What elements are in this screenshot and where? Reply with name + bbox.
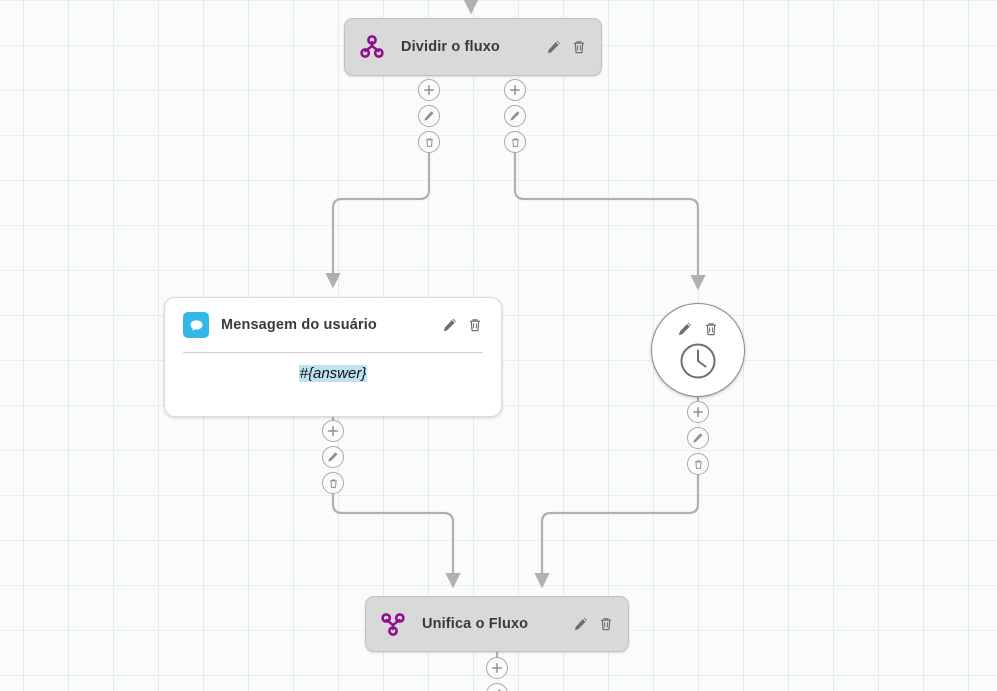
edit-icon[interactable]	[322, 446, 344, 468]
delete-icon[interactable]	[322, 472, 344, 494]
edge-split-to-message	[325, 153, 431, 289]
add-icon[interactable]	[418, 79, 440, 101]
delete-icon[interactable]	[687, 453, 709, 475]
node-user-message-title: Mensagem do usuário	[221, 317, 377, 333]
node-split-flow-actions	[546, 39, 587, 55]
node-merge-flow-actions	[573, 616, 614, 632]
delete-icon[interactable]	[703, 321, 719, 337]
merge-flow-icon	[380, 611, 406, 637]
split-flow-icon	[359, 34, 385, 60]
edit-icon[interactable]	[573, 616, 589, 632]
card-divider	[183, 352, 483, 353]
add-icon[interactable]	[322, 420, 344, 442]
node-user-message[interactable]: Mensagem do usuário #{answer}	[164, 297, 502, 417]
clock-icon	[678, 341, 718, 386]
edit-icon[interactable]	[687, 427, 709, 449]
edit-icon[interactable]	[418, 105, 440, 127]
edit-icon[interactable]	[486, 683, 508, 691]
port-stack-split-right[interactable]	[504, 79, 526, 153]
port-stack-delay-out[interactable]	[687, 401, 709, 475]
variable-token[interactable]: #{answer}	[298, 365, 368, 382]
delete-icon[interactable]	[598, 616, 614, 632]
node-delay[interactable]	[651, 303, 745, 397]
node-delay-actions	[677, 321, 719, 337]
delete-icon[interactable]	[467, 317, 483, 333]
node-split-flow[interactable]: Dividir o fluxo	[344, 18, 602, 76]
delete-icon[interactable]	[504, 131, 526, 153]
port-stack-split-left[interactable]	[418, 79, 440, 153]
delete-icon[interactable]	[418, 131, 440, 153]
chat-bubble-icon	[183, 312, 209, 338]
port-stack-merge-out[interactable]	[486, 657, 508, 691]
edge-split-to-delay	[513, 153, 706, 291]
node-merge-flow[interactable]: Unifica o Fluxo	[365, 596, 629, 652]
node-user-message-actions	[442, 317, 483, 333]
edit-icon[interactable]	[677, 321, 693, 337]
edit-icon[interactable]	[442, 317, 458, 333]
add-icon[interactable]	[504, 79, 526, 101]
node-user-message-body: #{answer}	[165, 353, 501, 399]
node-user-message-header: Mensagem do usuário	[165, 298, 501, 338]
add-icon[interactable]	[486, 657, 508, 679]
port-stack-message-out[interactable]	[322, 420, 344, 494]
edit-icon[interactable]	[504, 105, 526, 127]
node-merge-flow-title: Unifica o Fluxo	[422, 616, 529, 632]
delete-icon[interactable]	[571, 39, 587, 55]
edge-delay-to-merge	[534, 475, 700, 589]
edge-message-to-merge	[331, 494, 461, 589]
edit-icon[interactable]	[546, 39, 562, 55]
node-split-flow-title: Dividir o fluxo	[401, 39, 500, 55]
add-icon[interactable]	[687, 401, 709, 423]
